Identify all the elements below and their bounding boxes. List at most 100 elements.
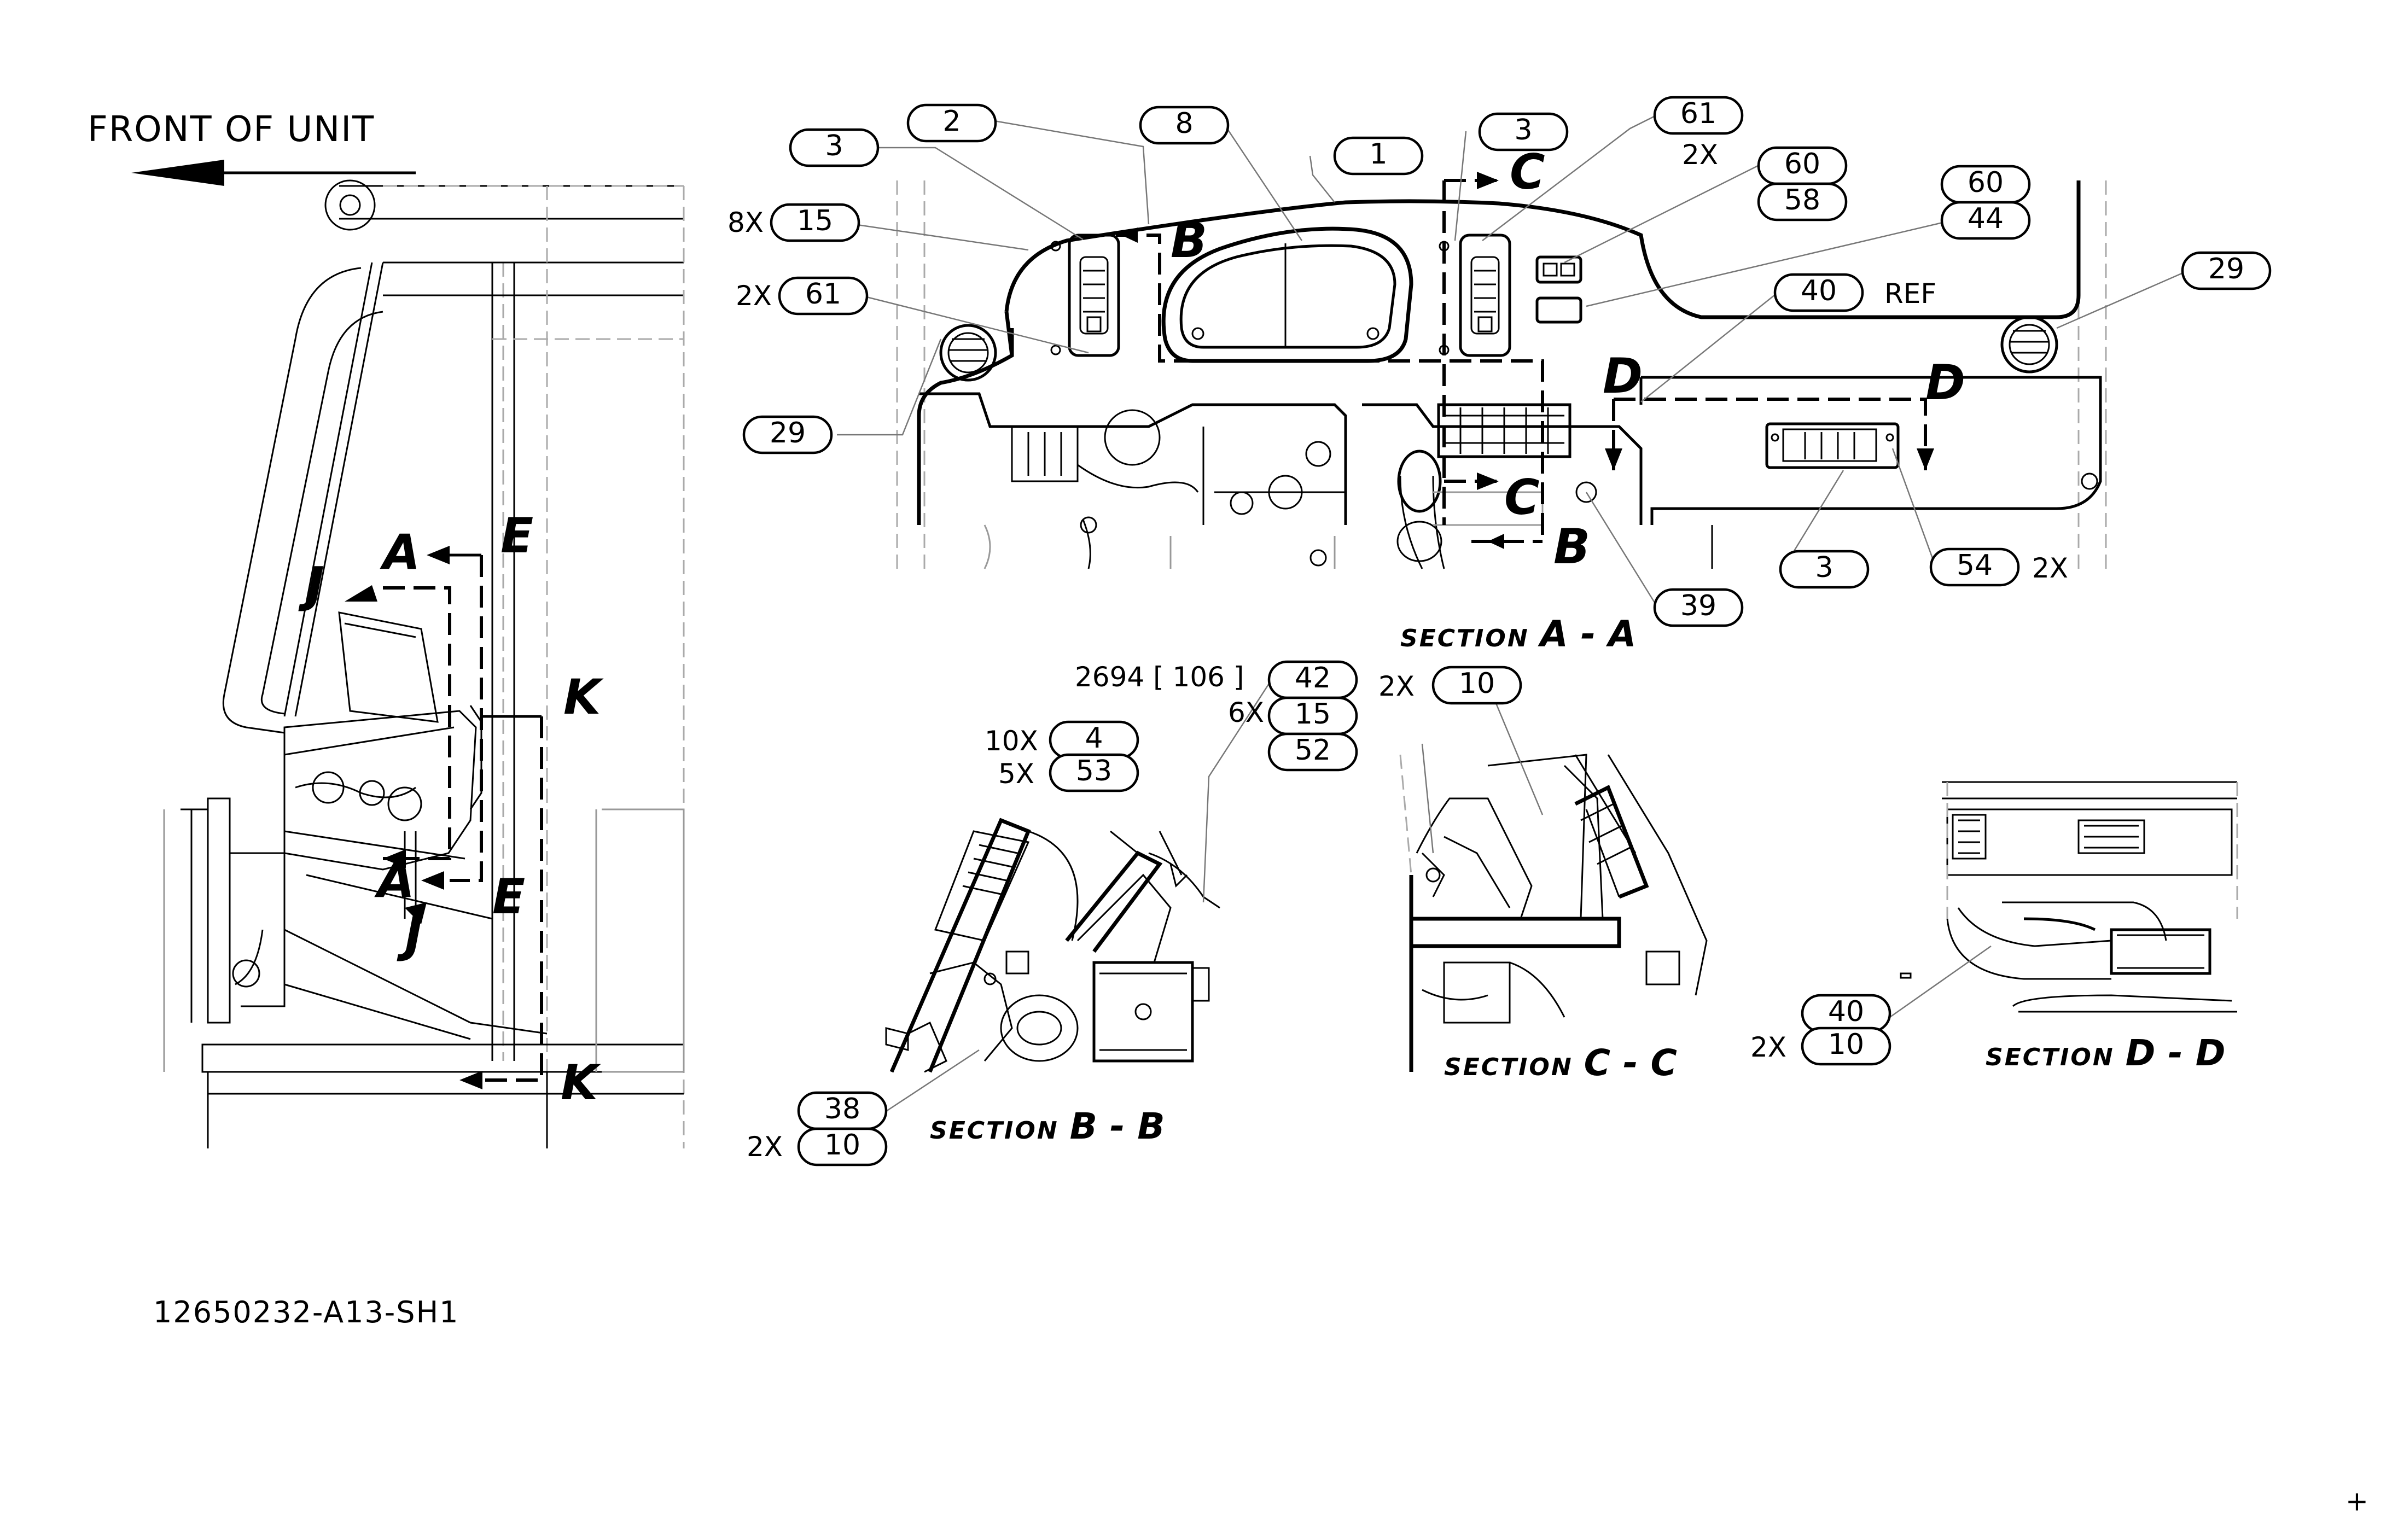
callout-60-upper: 60 bbox=[1757, 146, 1848, 185]
callout-61-right: 61 2X bbox=[1653, 96, 1744, 171]
svg-text:4: 4 bbox=[1085, 722, 1103, 755]
svg-text:53: 53 bbox=[1076, 755, 1112, 788]
marker-e-bottom: E bbox=[492, 868, 525, 925]
front-direction-arrow bbox=[131, 160, 416, 186]
marker-d-right: D bbox=[1925, 354, 1965, 411]
svg-text:8X: 8X bbox=[727, 207, 764, 238]
svg-text:54: 54 bbox=[1957, 549, 1993, 582]
svg-text:61: 61 bbox=[1680, 97, 1716, 130]
callout-3-bottom: 3 bbox=[1779, 550, 1870, 589]
callout-1: 1 bbox=[1333, 136, 1424, 176]
callout-15-8x: 8X 15 bbox=[727, 203, 860, 242]
svg-text:60: 60 bbox=[1784, 148, 1820, 180]
marker-a-bottom: A bbox=[374, 852, 415, 908]
svg-text:3: 3 bbox=[825, 130, 843, 162]
callout-10-section-c: 2X 10 bbox=[1378, 666, 1522, 705]
svg-text:40: 40 bbox=[1828, 995, 1864, 1028]
svg-text:10: 10 bbox=[1459, 667, 1495, 700]
section-b-b-view bbox=[885, 818, 1220, 1073]
svg-text:15: 15 bbox=[797, 205, 833, 237]
side-view bbox=[163, 179, 685, 1148]
section-c-c-view bbox=[1399, 754, 1708, 1072]
marker-b-lower: B bbox=[1553, 518, 1590, 575]
marker-k-top: K bbox=[563, 669, 604, 725]
svg-text:15: 15 bbox=[1295, 698, 1331, 731]
svg-text:38: 38 bbox=[824, 1093, 860, 1125]
callout-39: 39 bbox=[1653, 588, 1744, 627]
svg-text:29: 29 bbox=[2208, 253, 2244, 285]
svg-text:52: 52 bbox=[1295, 734, 1331, 767]
callout-15-6x: 6X 15 bbox=[1228, 696, 1358, 736]
svg-text:2X: 2X bbox=[1682, 139, 1718, 171]
section-a-a-view bbox=[896, 172, 2107, 569]
callout-54: 54 2X bbox=[1929, 547, 2068, 587]
marker-a-top: A bbox=[380, 524, 420, 580]
callout-2: 2 bbox=[906, 103, 997, 143]
callout-38: 38 bbox=[797, 1091, 888, 1130]
marker-k-bottom: K bbox=[561, 1054, 601, 1111]
svg-text:61: 61 bbox=[805, 278, 841, 311]
svg-text:10X: 10X bbox=[985, 725, 1038, 757]
callout-29-left: 29 bbox=[742, 415, 833, 454]
callout-60-lower: 60 bbox=[1940, 165, 2031, 204]
svg-text:2X: 2X bbox=[1750, 1031, 1786, 1063]
svg-text:3: 3 bbox=[1815, 551, 1833, 584]
drawing-number: 12650232-A13-SH1 bbox=[153, 1295, 459, 1329]
svg-text:5X: 5X bbox=[998, 758, 1034, 790]
svg-text:2X: 2X bbox=[1378, 670, 1415, 702]
marker-j-top: J bbox=[298, 557, 324, 613]
leader-lines bbox=[837, 114, 2189, 1112]
marker-c-upper: C bbox=[1510, 144, 1545, 200]
svg-text:3: 3 bbox=[1514, 114, 1532, 147]
marker-e-top: E bbox=[500, 508, 533, 564]
svg-text:58: 58 bbox=[1784, 184, 1820, 217]
marker-b-upper: B bbox=[1171, 212, 1207, 269]
svg-text:39: 39 bbox=[1680, 590, 1716, 622]
callout-3-top-left: 3 bbox=[789, 128, 880, 167]
svg-text:8: 8 bbox=[1175, 107, 1193, 140]
svg-text:10: 10 bbox=[824, 1129, 860, 1162]
callout-58: 58 bbox=[1757, 182, 1848, 221]
svg-text:42: 42 bbox=[1295, 662, 1331, 695]
svg-text:6X: 6X bbox=[1228, 697, 1264, 728]
svg-text:2: 2 bbox=[942, 105, 961, 138]
corner-mark: + bbox=[2345, 1485, 2370, 1517]
svg-text:2X: 2X bbox=[747, 1131, 783, 1163]
callout-40-section-d: 40 bbox=[1801, 994, 1891, 1033]
svg-text:2694 [ 106 ]: 2694 [ 106 ] bbox=[1075, 661, 1244, 693]
section-d-d-view bbox=[1900, 781, 2238, 1013]
callout-61-left: 2X 61 bbox=[736, 276, 869, 316]
marker-c-lower: C bbox=[1504, 469, 1540, 526]
callout-53: 5X 53 bbox=[998, 753, 1139, 792]
callout-44: 44 bbox=[1940, 201, 2031, 240]
callout-52: 52 bbox=[1267, 732, 1358, 772]
svg-text:1: 1 bbox=[1369, 138, 1387, 171]
svg-text:10: 10 bbox=[1828, 1028, 1864, 1061]
svg-text:60: 60 bbox=[1968, 166, 2004, 199]
svg-text:44: 44 bbox=[1968, 202, 2004, 235]
callout-10-section-d: 2X 10 bbox=[1750, 1026, 1891, 1066]
front-of-unit-label: FRONT OF UNIT bbox=[88, 109, 375, 150]
svg-text:2X: 2X bbox=[736, 280, 772, 312]
callout-3-top-right: 3 bbox=[1478, 112, 1569, 151]
callout-10-section-b: 2X 10 bbox=[747, 1127, 888, 1166]
callout-8: 8 bbox=[1139, 106, 1230, 145]
svg-text:2X: 2X bbox=[2032, 552, 2068, 584]
callout-40-ref: 40 REF bbox=[1773, 273, 1936, 312]
marker-j-bottom: J bbox=[397, 907, 423, 963]
marker-d-left: D bbox=[1603, 348, 1643, 404]
svg-text:REF: REF bbox=[1884, 278, 1936, 310]
svg-text:40: 40 bbox=[1801, 275, 1837, 307]
callout-42: 2694 [ 106 ] 42 bbox=[1075, 660, 1358, 699]
svg-text:29: 29 bbox=[770, 417, 806, 450]
callout-4: 10X 4 bbox=[985, 720, 1139, 760]
